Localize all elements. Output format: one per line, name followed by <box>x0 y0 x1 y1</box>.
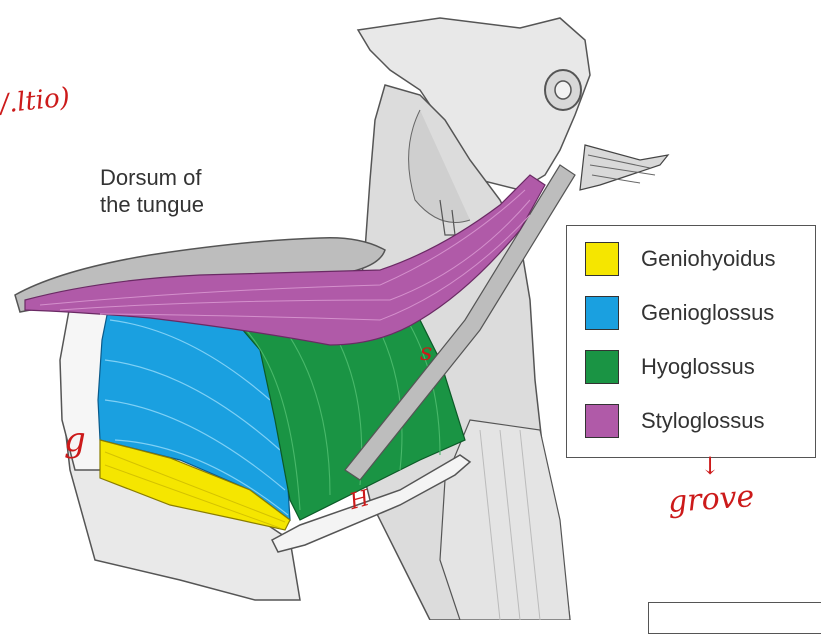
legend-item-styloglossus: Styloglossus <box>585 404 765 438</box>
styloid-process <box>580 145 668 190</box>
legend-label: Geniohyoidus <box>641 246 776 272</box>
dorsum-label: Dorsum of the tungue <box>100 164 204 218</box>
pharynx <box>440 420 570 620</box>
dorsum-label-line1: Dorsum of <box>100 164 204 191</box>
legend: Geniohyoidus Genioglossus Hyoglossus Sty… <box>566 225 816 458</box>
annotation-arrow: ↓ <box>700 452 720 480</box>
annotation-groove: grove <box>667 479 756 520</box>
legend-label: Styloglossus <box>641 408 765 434</box>
annotation-s: s <box>420 338 432 366</box>
bottom-corner-box <box>648 602 821 634</box>
legend-swatch <box>585 242 619 276</box>
legend-swatch <box>585 296 619 330</box>
legend-item-hyoglossus: Hyoglossus <box>585 350 755 384</box>
legend-label: Genioglossus <box>641 300 774 326</box>
dorsum-label-line2: the tungue <box>100 191 204 218</box>
legend-swatch <box>585 350 619 384</box>
legend-item-genioglossus: Genioglossus <box>585 296 774 330</box>
annotation-g: g <box>64 420 86 460</box>
legend-swatch <box>585 404 619 438</box>
legend-label: Hyoglossus <box>641 354 755 380</box>
legend-item-geniohyoidus: Geniohyoidus <box>585 242 776 276</box>
